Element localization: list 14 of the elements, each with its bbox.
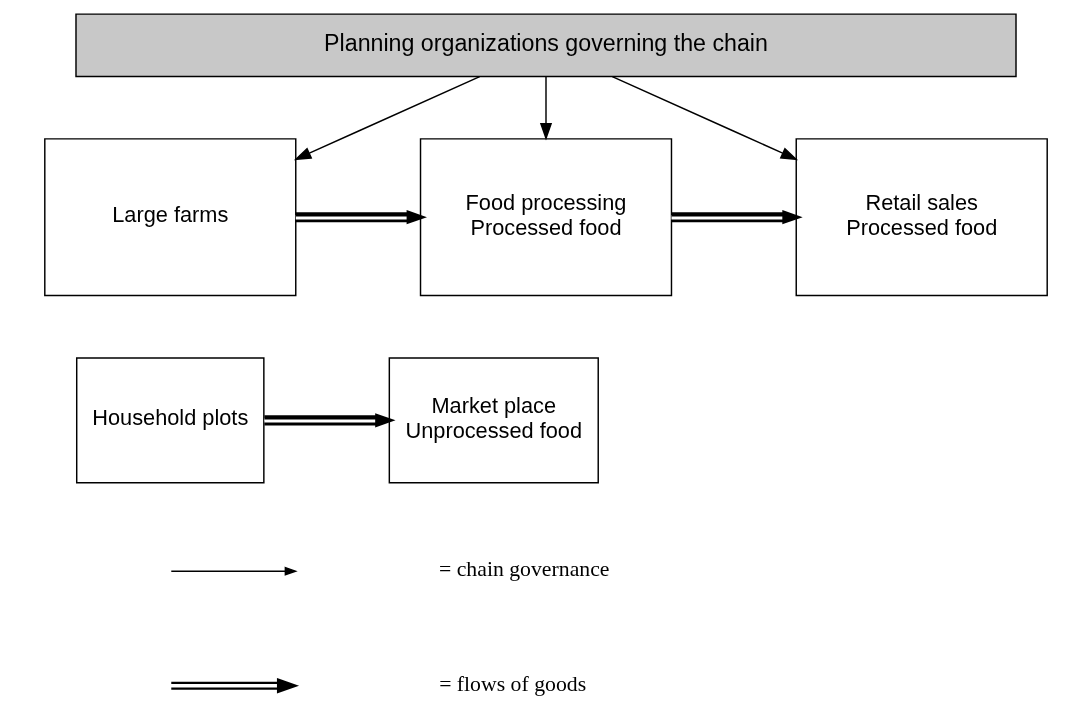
arrow bbox=[263, 413, 396, 428]
node-box: Household plots bbox=[75, 357, 265, 484]
node-box: Market place Unprocessed food bbox=[388, 357, 599, 484]
arrow bbox=[611, 75, 798, 161]
legend-label: = chain governance bbox=[438, 557, 609, 582]
node-box: Large farms bbox=[43, 138, 296, 297]
node-box: Planning organizations governing the chain bbox=[74, 13, 1017, 78]
legend-label: = flows of goods bbox=[438, 671, 586, 696]
arrow bbox=[295, 210, 427, 225]
node-box: Food processing Processed food bbox=[419, 138, 672, 297]
arrow bbox=[671, 210, 803, 225]
node-box: Retail sales Processed food bbox=[795, 138, 1048, 297]
arrow bbox=[293, 75, 480, 161]
arrow bbox=[539, 75, 552, 141]
